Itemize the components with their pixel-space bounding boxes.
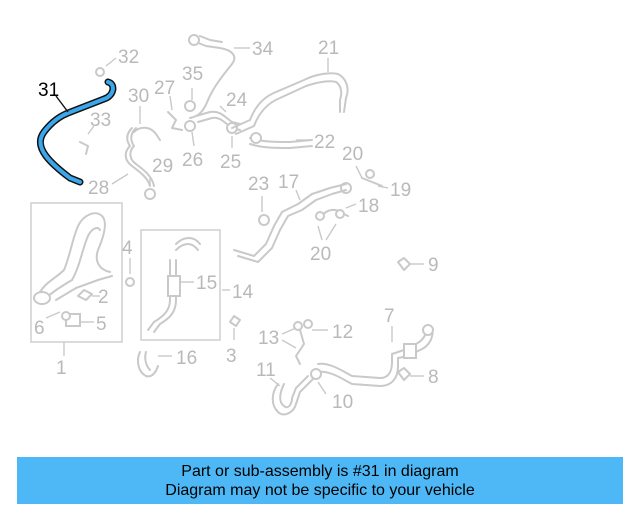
callout-24: 24	[226, 90, 248, 111]
part-10-clamp	[310, 368, 322, 380]
callout-8: 8	[428, 367, 439, 388]
callout-27: 27	[154, 78, 175, 99]
callout-17: 17	[278, 172, 299, 193]
part-1-hose	[33, 212, 113, 305]
callout-16: 16	[176, 348, 197, 369]
callout-6: 6	[34, 318, 45, 339]
callout-23: 23	[248, 174, 269, 195]
part-33-clip	[79, 141, 89, 155]
callout-29: 29	[152, 156, 173, 177]
part-1-group-box	[30, 202, 123, 343]
part-27-fitting	[167, 111, 183, 131]
part-3-clamp	[229, 315, 241, 327]
callout-14: 14	[232, 282, 254, 303]
banner-line-2: Diagram may not be specific to your vehi…	[165, 481, 475, 499]
callout-30: 30	[128, 86, 149, 107]
part-18-hose	[315, 208, 349, 221]
callout-10: 10	[332, 392, 353, 413]
callout-21: 21	[318, 38, 339, 59]
callout-11: 11	[256, 360, 276, 381]
part-8-fitting	[397, 367, 411, 381]
callout-32: 32	[118, 47, 139, 68]
part-32-clamp	[95, 67, 105, 77]
part-12-hose	[293, 319, 313, 365]
leader-31	[55, 95, 69, 113]
part-29-clamp	[144, 188, 156, 200]
callout-33: 33	[90, 110, 111, 131]
part-7-pipe	[317, 324, 434, 387]
parts-diagram: 31 32 33 28 29 30 27 34 35 26	[30, 34, 439, 416]
part-14-hose	[147, 237, 201, 333]
part-9-clamp	[397, 257, 411, 271]
banner-line-1: Part or sub-assembly is #31 in diagram	[181, 462, 459, 480]
callout-2: 2	[98, 287, 109, 308]
part-35-clamp	[184, 100, 196, 112]
part-34-hose	[189, 35, 236, 119]
callout-15: 15	[196, 273, 217, 294]
callout-19: 19	[390, 180, 411, 201]
part-31-hose[interactable]	[36, 78, 117, 186]
part-2-clamp	[77, 289, 93, 301]
callout-4: 4	[122, 238, 133, 259]
part-4-clamp	[125, 277, 135, 287]
part-16-hose	[137, 351, 159, 378]
callout-12: 12	[332, 322, 353, 343]
part-30-hose	[133, 126, 161, 141]
callout-22: 22	[314, 132, 335, 153]
callout-31: 31	[38, 80, 59, 101]
part-11-hose	[271, 371, 319, 416]
callout-3: 3	[226, 346, 237, 367]
callout-35: 35	[182, 64, 203, 85]
part-21-pipe	[231, 72, 349, 135]
callout-25: 25	[220, 152, 241, 173]
callout-18: 18	[358, 196, 379, 217]
callout-34: 34	[252, 39, 274, 60]
part-14-group-box	[140, 229, 221, 341]
callout-20a: 20	[342, 144, 363, 165]
callout-13: 13	[258, 328, 279, 349]
part-19-fitting	[340, 169, 383, 194]
part-5-fitting	[61, 311, 81, 327]
part-28-hose	[124, 127, 155, 187]
part-23-clamp	[258, 214, 270, 226]
info-banner: Part or sub-assembly is #31 in diagram D…	[17, 457, 623, 504]
callout-26: 26	[182, 150, 203, 171]
callout-7: 7	[384, 306, 395, 327]
callout-5: 5	[96, 314, 107, 335]
callout-20b: 20	[310, 244, 331, 265]
part-17-pipe	[233, 183, 347, 263]
callout-28: 28	[88, 178, 109, 199]
callout-1: 1	[56, 358, 67, 379]
part-26-clamp	[184, 120, 196, 132]
callout-9: 9	[428, 255, 439, 276]
